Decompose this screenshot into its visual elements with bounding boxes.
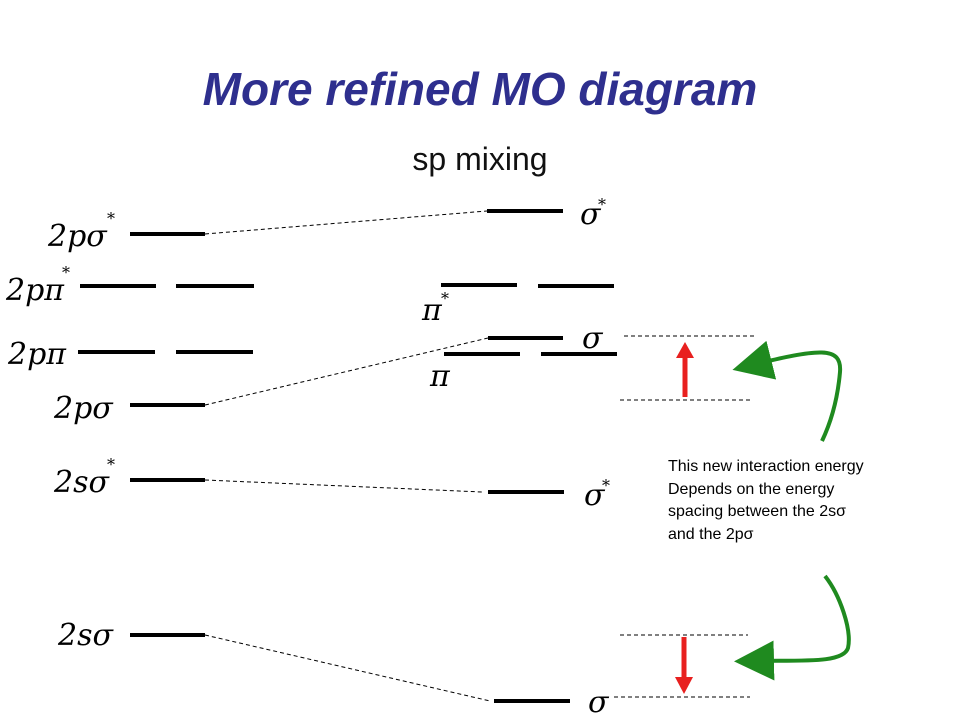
annotation-line: spacing between the 2sσ (668, 503, 846, 520)
left-level-2p-sigma-star: 2pσ * (47, 209, 205, 254)
arrow-head (676, 342, 694, 358)
left-level-2p-pi: 2pπ (7, 337, 253, 372)
level-label: σ (588, 685, 610, 720)
correlation-line (204, 634, 491, 702)
reference-lines (614, 335, 755, 698)
level-label: 2sσ (57, 618, 114, 653)
green-arrow-upper (732, 340, 843, 442)
green-arrow-lower (734, 574, 851, 681)
level-label: 2pπ (7, 337, 67, 372)
level-label: σ (582, 321, 604, 356)
star-superscript: * (107, 209, 115, 228)
level-label: 2pπ (5, 273, 65, 308)
left-level-2p-pi-star: 2pπ * (5, 263, 254, 308)
slide-title: More refined MO diagram (202, 63, 758, 115)
slide-subtitle: sp mixing (412, 141, 548, 177)
correlation-lines (204, 210, 491, 702)
annotation-line: and the 2pσ (668, 525, 754, 543)
right-level-sigma-upper: σ (488, 321, 604, 356)
level-label: 2pσ (53, 391, 114, 426)
star-superscript: * (602, 476, 610, 495)
arrow-head (675, 677, 693, 694)
red-arrow-lower (675, 637, 693, 694)
level-label: π (429, 359, 451, 394)
annotation-line: Depends on the energy (668, 480, 835, 498)
level-label: 2sσ (53, 465, 110, 500)
star-superscript: * (441, 289, 449, 308)
left-level-2s-sigma-star: 2sσ * (53, 455, 205, 500)
right-level-sigma-lower: σ (494, 685, 610, 720)
correlation-line (204, 479, 483, 493)
right-level-sigma-star-upper: σ * (487, 195, 606, 232)
level-label: σ (584, 478, 606, 513)
annotation-line: This new interaction energy (668, 458, 864, 475)
star-superscript: * (598, 195, 606, 214)
level-label: π (421, 293, 443, 328)
right-level-pi: π (429, 352, 617, 394)
level-label: 2pσ (47, 219, 108, 254)
correlation-line (204, 210, 488, 235)
right-level-pi-star: π * (421, 283, 614, 328)
star-superscript: * (107, 455, 115, 474)
left-level-2p-sigma: 2pσ (53, 391, 205, 426)
right-level-sigma-star-lower: σ * (488, 476, 610, 513)
red-arrow-upper (676, 342, 694, 397)
level-label: σ (580, 197, 602, 232)
interaction-annotation: This new interaction energy Depends on t… (668, 456, 958, 546)
star-superscript: * (62, 263, 70, 282)
left-level-2s-sigma: 2sσ (57, 618, 205, 653)
